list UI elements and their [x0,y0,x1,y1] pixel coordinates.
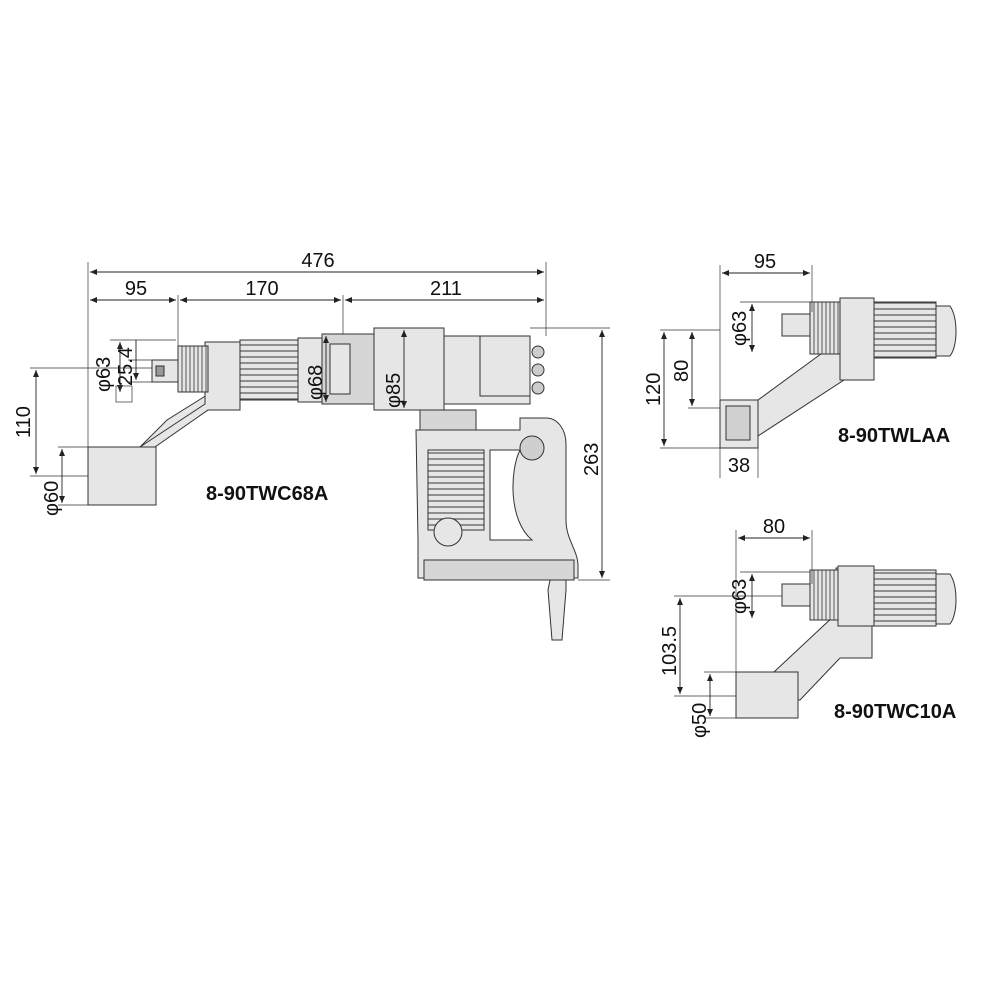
dim-label-twlaa-80: 80 [671,360,693,382]
dim-label-twc10a-phi50: φ50 [689,703,711,738]
main-dimensions: 476 95 170 211 φ63 25.4 φ68 φ85 110 φ60 [13,250,610,581]
main-tool-drawing [87,327,579,641]
twc10a-head [837,565,875,627]
model-label-twc68a: 8-90TWC68A [206,483,328,505]
variant-twlaa-dimensions: 95 φ63 80 120 38 8-90TWLAA [643,251,950,478]
dim-label-25-4: 25.4 [115,347,137,386]
main-handle-dial [519,435,545,461]
main-cap-screw-3 [531,381,545,395]
dim-label-twlaa-95: 95 [754,251,776,273]
dim-label-95: 95 [125,278,147,300]
twc10a-outer-socket [735,671,799,719]
dim-label-110: 110 [13,406,35,438]
twlaa-square-drive [781,313,811,337]
dim-label-phi60: φ60 [41,481,63,516]
main-reaction-socket [177,345,209,393]
dim-label-twc10a-103-5: 103.5 [659,626,681,676]
square-drive-symbol [115,385,133,403]
twc10a-square-drive [781,583,811,607]
main-grip-ribs [427,449,485,531]
main-outer-socket [87,446,157,506]
dim-label-twlaa-38: 38 [728,455,750,477]
dim-label-main-phi63: φ63 [93,357,115,392]
variant-twc10a-drawing [735,565,957,719]
main-neck [419,409,477,431]
dim-label-twc10a-80: 80 [763,516,785,538]
twlaa-body-end [935,305,957,357]
main-cap-screw-1 [531,345,545,359]
dim-label-476: 476 [301,250,334,272]
dim-label-263: 263 [581,443,603,476]
main-cap-screw-2 [531,363,545,377]
dim-label-twlaa-120: 120 [643,373,665,406]
dim-label-211: 211 [430,278,462,300]
main-trigger-knob [433,517,463,547]
main-motor-cap [479,335,531,397]
dim-label-170: 170 [245,278,278,300]
twlaa-foot-inner [725,405,751,441]
dim-label-twlaa-phi63: φ63 [729,311,751,346]
twc10a-body-end [935,573,957,625]
main-grip-cutout [489,449,534,541]
model-label-twlaa: 8-90TWLAA [838,425,950,447]
main-motor-collar-inner [329,343,351,395]
dim-label-phi68: φ68 [305,365,327,400]
variant-twlaa-drawing [719,297,957,449]
main-ribbed-cylinder [239,339,299,401]
dim-label-phi85: φ85 [383,373,405,408]
twlaa-ribbed-cylinder [873,301,937,359]
twc10a-ribbed-cylinder [873,569,937,627]
main-base-plate [423,559,575,581]
twlaa-reaction-socket [809,301,841,355]
variant-twc10a-dimensions: 80 φ63 103.5 φ50 8-90TWC10A [659,516,956,738]
model-label-twc10a: 8-90TWC10A [834,701,956,723]
main-square-drive-pin [155,365,165,377]
dim-label-twc10a-phi63: φ63 [729,579,751,614]
main-motor-body [373,327,445,411]
twc10a-reaction-socket [809,569,839,621]
main-power-cord [547,579,567,641]
twlaa-head [839,297,875,381]
